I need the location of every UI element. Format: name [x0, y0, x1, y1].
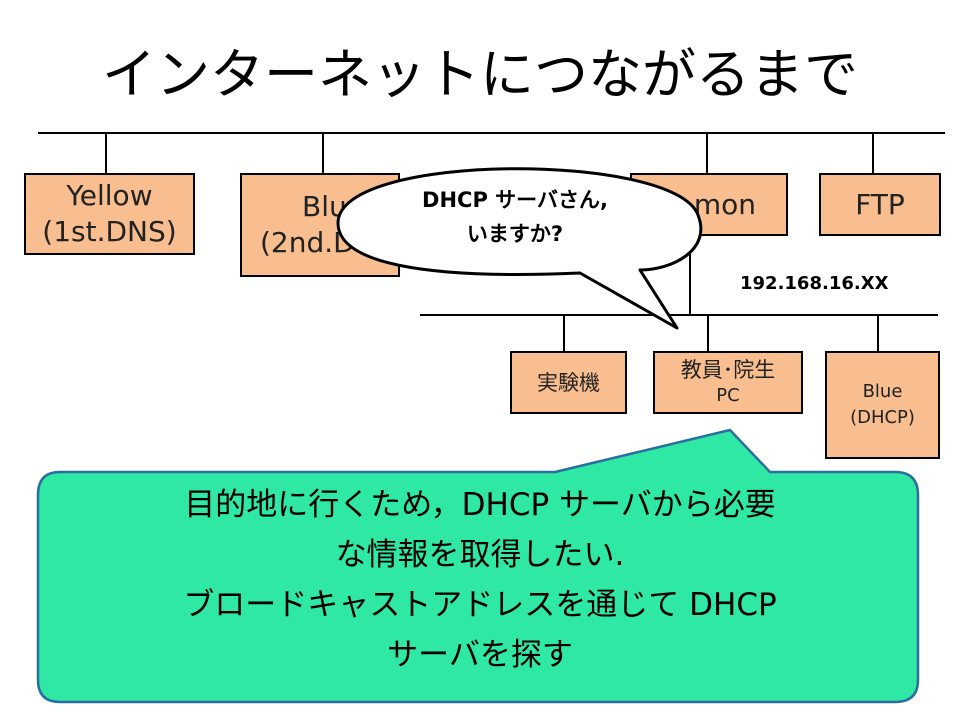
note-line-3: ブロードキャストアドレスを通じて DHCP	[183, 587, 777, 623]
blue-drop-line	[322, 133, 324, 173]
subnet-line	[420, 314, 938, 316]
server-yellow-role: (1st.DNS)	[42, 215, 177, 248]
server-mon-name: mon	[693, 187, 756, 221]
note-line-1: 目的地に行くため，DHCP サーバから必要	[184, 487, 776, 523]
speech-bubble-line-2: いますか?	[466, 222, 564, 246]
subnet-address-label: 192.168.16.XX	[740, 273, 889, 294]
main-network-line	[38, 132, 945, 134]
speech-bubble-line-1: DHCP サーバさん,	[422, 188, 608, 212]
host-experiment-box: 実験機	[510, 351, 627, 414]
note-callout-shape	[36, 428, 920, 704]
server-ftp-box: FTP	[819, 173, 941, 236]
host-staff-pc-box: 教員･院生 PC	[653, 351, 803, 414]
slide-title: インターネットにつながるまで	[102, 43, 858, 106]
ftp-drop-line	[872, 133, 874, 173]
mon-drop-line	[706, 133, 708, 173]
router-link-line	[689, 236, 691, 315]
host-dhcp-name: Blue	[862, 381, 903, 402]
server-yellow-box: Yellow (1st.DNS)	[24, 173, 195, 255]
host-dhcp-role: (DHCP)	[850, 407, 915, 428]
speech-bubble-text: DHCP サーバさん, いますか?	[365, 183, 665, 251]
dhcp-drop-line	[877, 315, 879, 351]
server-ftp-name: FTP	[855, 187, 905, 221]
host-experiment-name: 実験機	[537, 370, 600, 395]
host-staff-pc-name: 教員･院生	[680, 357, 776, 382]
yellow-drop-line	[105, 133, 107, 173]
experiment-drop-line	[563, 315, 565, 351]
note-callout-text: 目的地に行くため，DHCP サーバから必要 な情報を取得したい. ブロードキャス…	[44, 480, 916, 680]
note-line-2: な情報を取得したい.	[335, 537, 625, 573]
speech-bubble-shape	[336, 167, 703, 330]
host-dhcp-box: Blue (DHCP)	[825, 351, 940, 459]
note-line-4: サーバを探す	[387, 637, 573, 673]
server-yellow-name: Yellow	[66, 179, 153, 212]
host-staff-pc-type: PC	[716, 384, 740, 406]
staff-pc-drop-line	[707, 315, 709, 351]
